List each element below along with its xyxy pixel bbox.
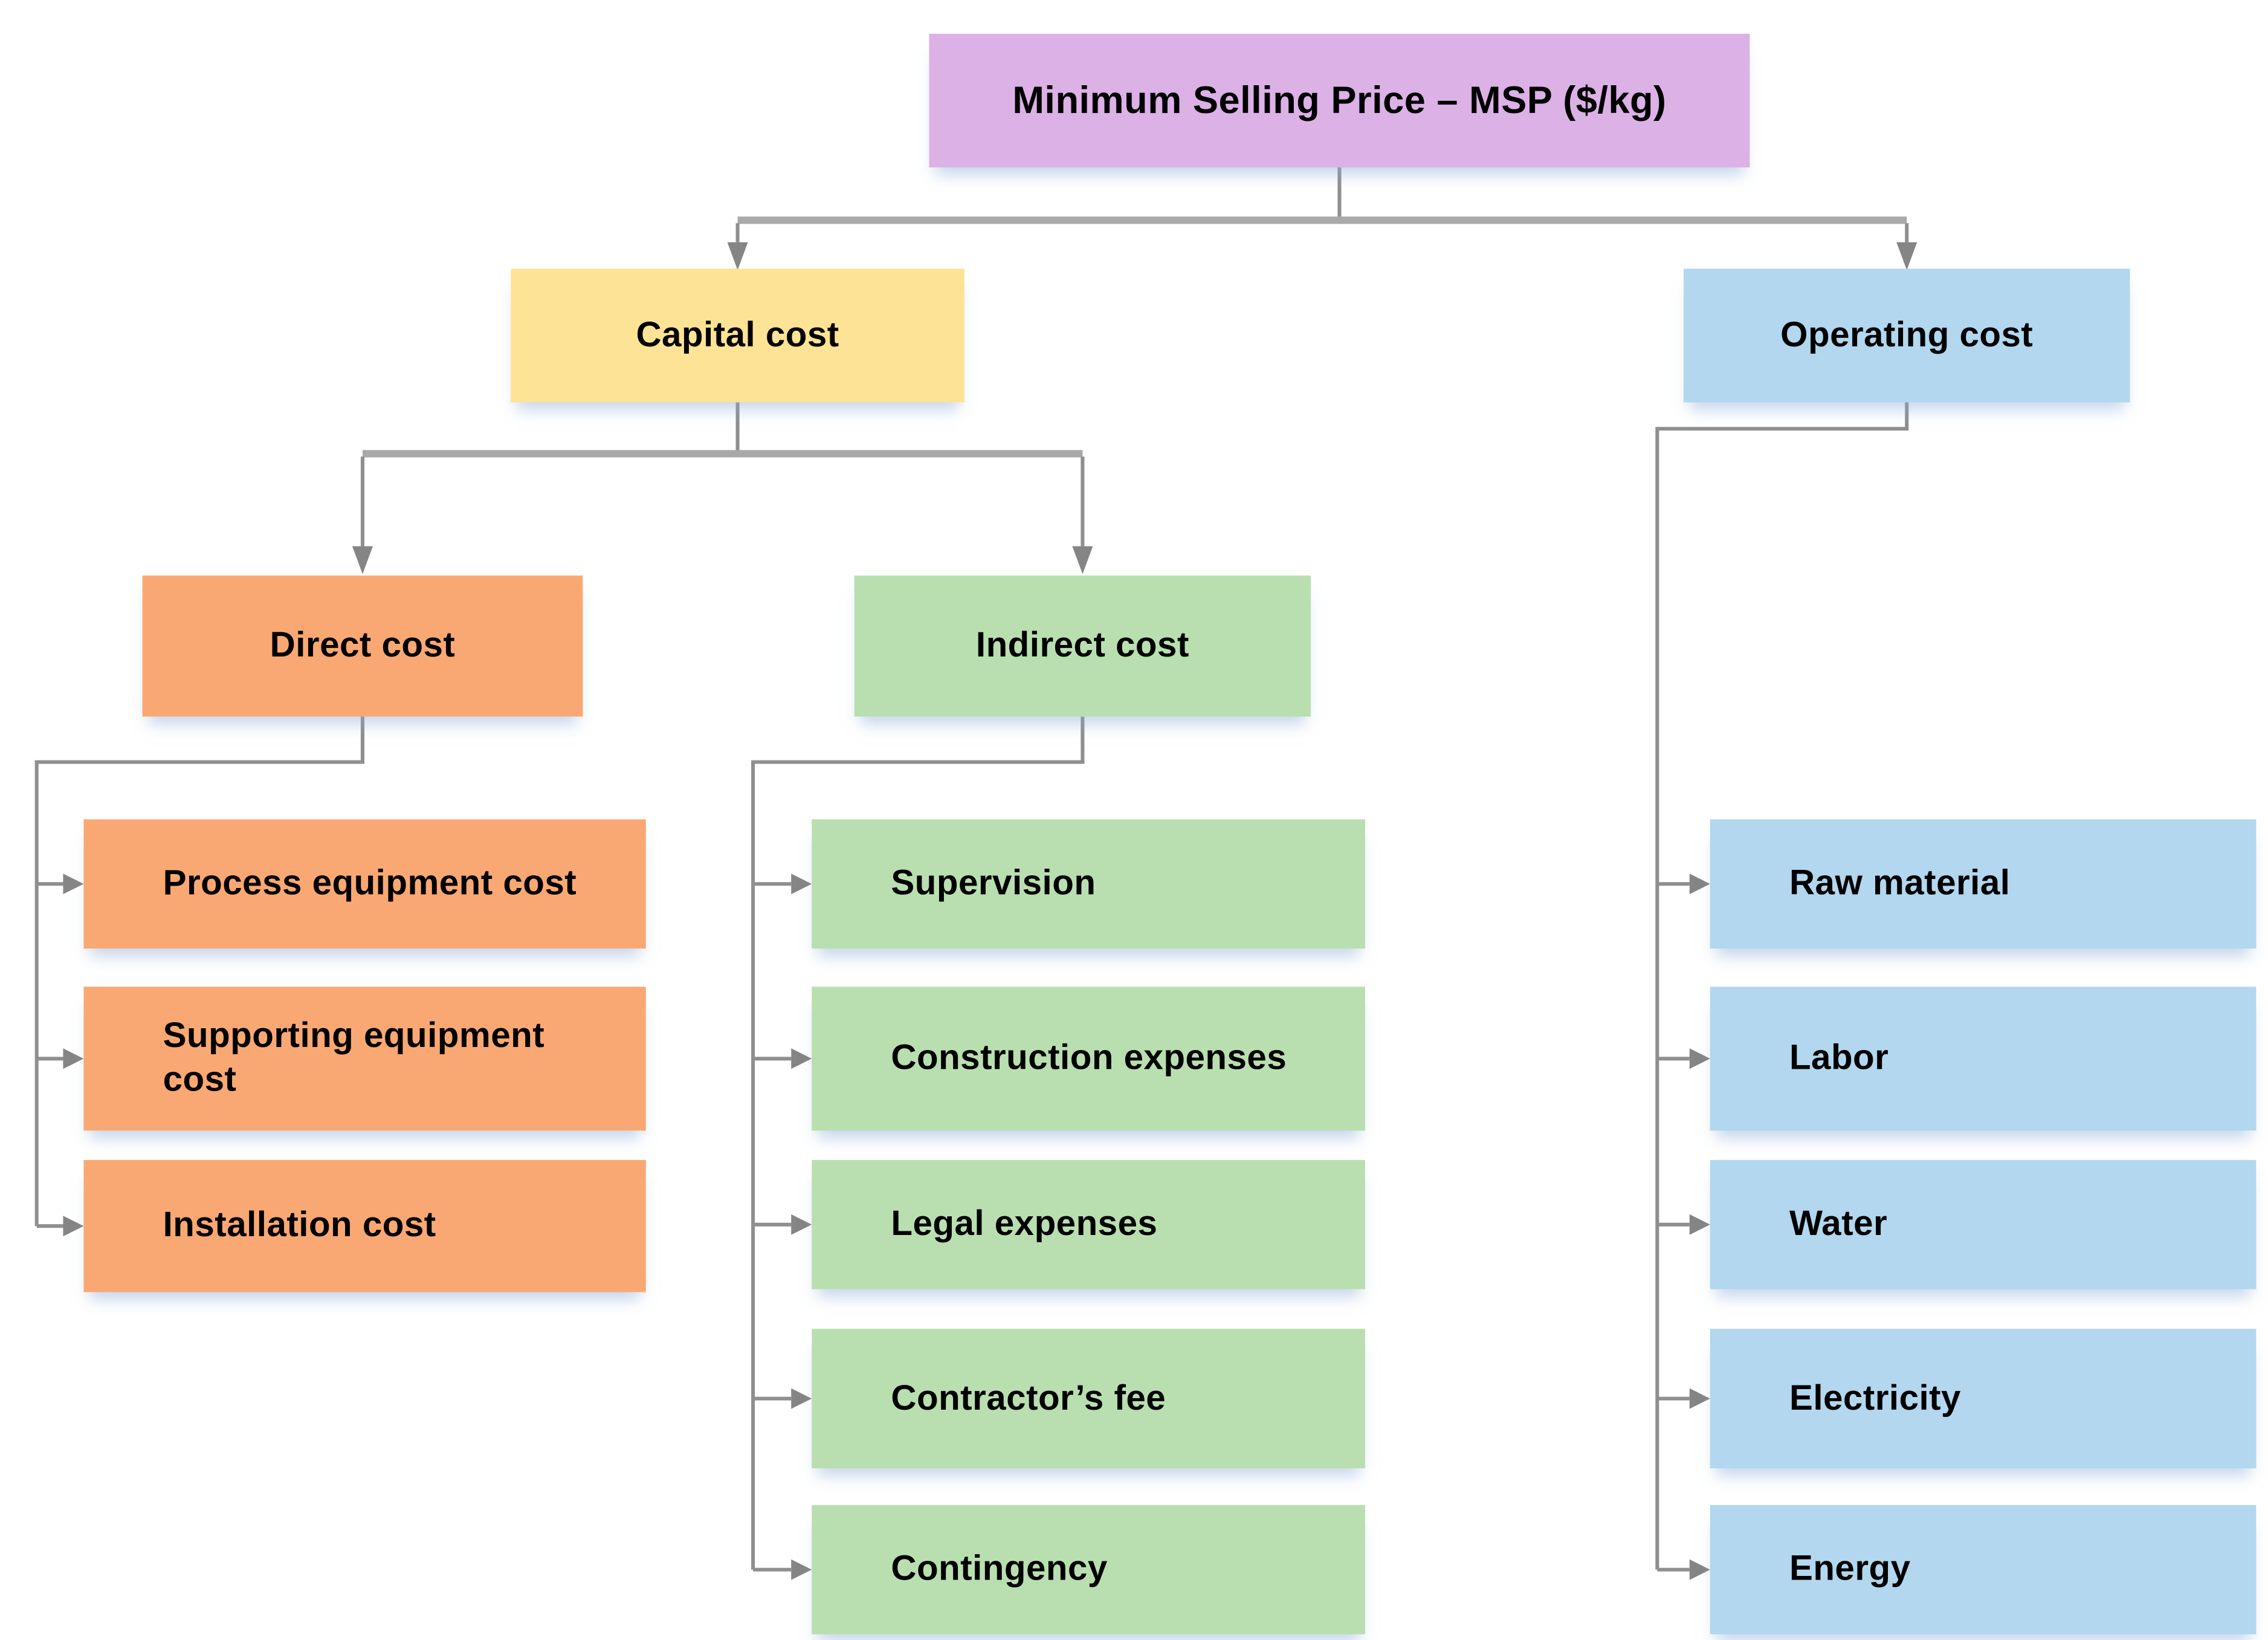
spine-operating-cost-items [1655, 402, 1909, 1580]
arrow-down-icon [727, 242, 748, 270]
arrow-down-icon [352, 546, 373, 574]
node-capital-cost: Capital cost [511, 268, 964, 403]
leaf-energy: Energy [1710, 1505, 2257, 1635]
arrow-right-icon [1689, 1048, 1710, 1069]
spine-indirect-cost-items [751, 716, 1085, 1580]
arrow-right-icon [63, 1216, 84, 1237]
leaf-supervision: Supervision [812, 819, 1365, 949]
spine-direct-cost-items [34, 716, 364, 1237]
leaf-supporting-equipment-cost: Supporting equipment cost [83, 987, 646, 1131]
leaf-electricity: Electricity [1710, 1329, 2257, 1468]
arrow-down-icon [1072, 546, 1093, 574]
node-indirect-cost: Indirect cost [854, 575, 1311, 717]
leaf-legal-expenses: Legal expenses [812, 1159, 1365, 1289]
edge-capital-to-children [352, 402, 1093, 574]
edge-root-to-children [727, 167, 1917, 270]
direct-spine-line [34, 716, 364, 1227]
arrow-right-icon [791, 1048, 812, 1069]
arrow-right-icon [791, 1559, 812, 1580]
leaf-labor: Labor [1710, 987, 2257, 1131]
node-msp-root: Minimum Selling Price – MSP ($/kg) [929, 33, 1750, 167]
arrow-right-icon [791, 873, 812, 895]
leaf-contractors-fee: Contractor’s fee [812, 1329, 1365, 1468]
leaf-construction-expenses: Construction expenses [812, 987, 1365, 1131]
leaf-water: Water [1710, 1159, 2257, 1289]
leaf-raw-material: Raw material [1710, 819, 2257, 949]
arrow-right-icon [63, 873, 84, 895]
arrow-right-icon [1689, 1388, 1710, 1409]
leaf-process-equipment-cost: Process equipment cost [83, 819, 646, 949]
node-direct-cost: Direct cost [142, 575, 583, 717]
arrow-right-icon [1689, 1214, 1710, 1235]
node-operating-cost: Operating cost [1684, 268, 2130, 403]
arrow-right-icon [1689, 1559, 1710, 1580]
arrow-down-icon [1896, 242, 1917, 270]
arrow-right-icon [791, 1214, 812, 1235]
arrow-right-icon [1689, 873, 1710, 895]
arrow-right-icon [63, 1048, 84, 1069]
leaf-contingency: Contingency [812, 1505, 1365, 1635]
leaf-installation-cost: Installation cost [83, 1159, 646, 1292]
indirect-spine-line [751, 716, 1085, 1570]
operating-spine-line [1655, 402, 1909, 1570]
arrow-right-icon [791, 1388, 812, 1409]
